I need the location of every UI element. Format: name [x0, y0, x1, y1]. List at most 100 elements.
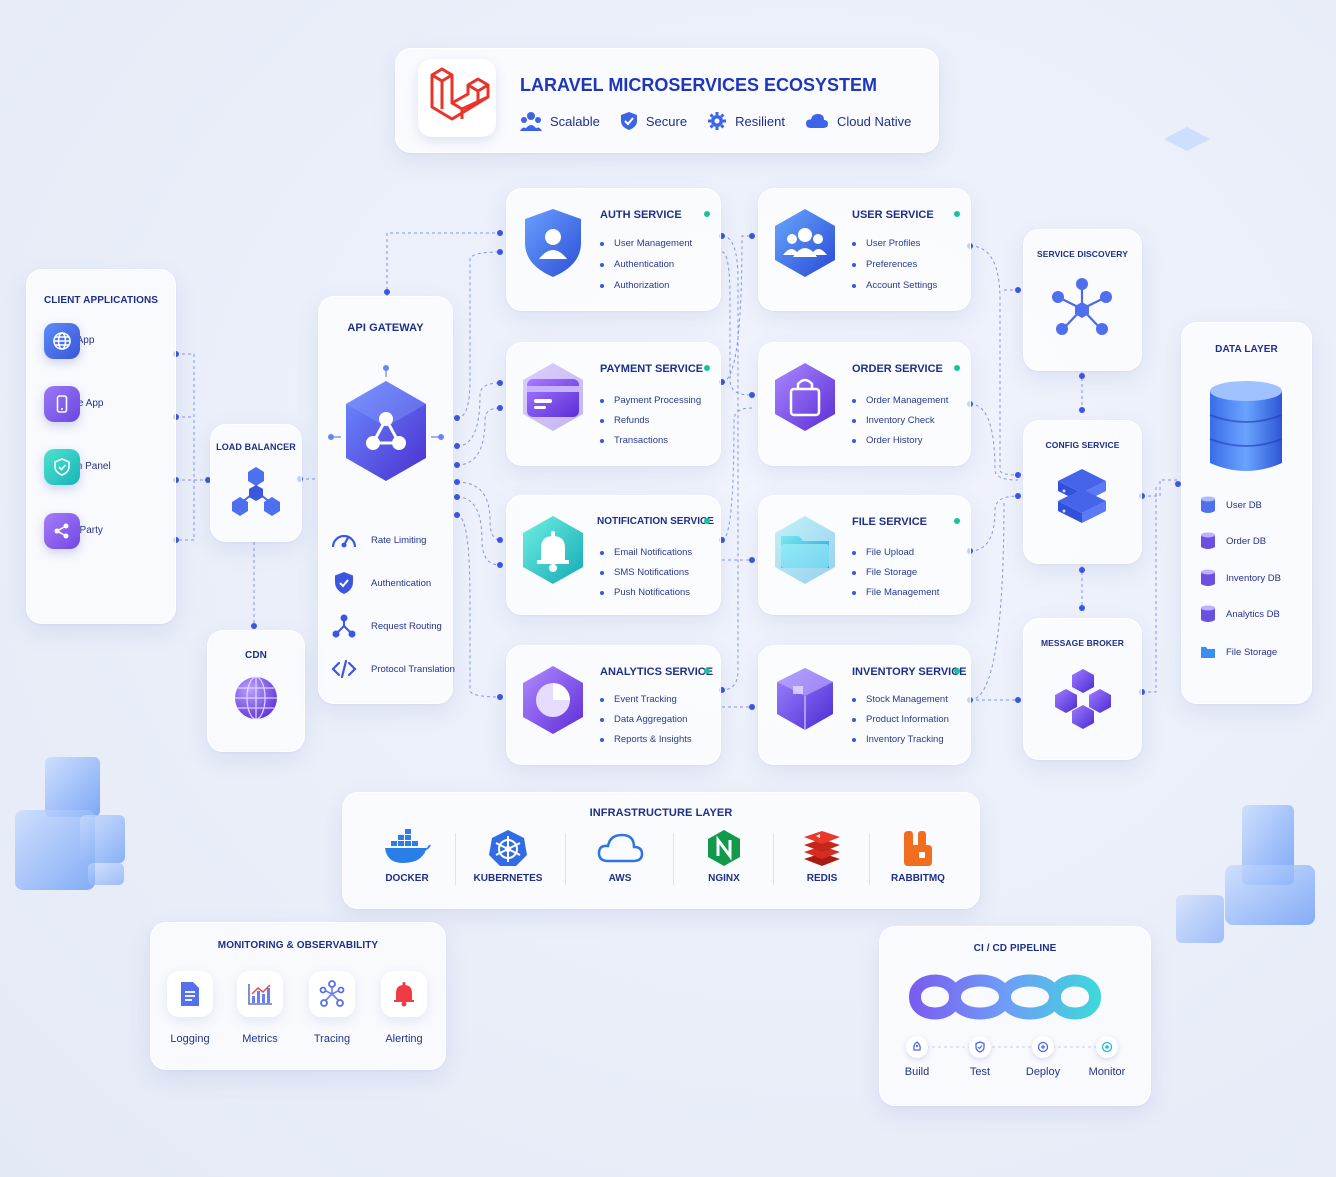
gateway-feature-request-routing: Request Routing — [329, 611, 442, 641]
status-dot — [704, 518, 710, 524]
monitoring-label: Metrics — [242, 1033, 278, 1045]
load-balancer-card: LOAD BALANCER — [210, 424, 302, 542]
header-tags: Scalable Secure Resilient Cloud Native — [520, 111, 911, 131]
box-icon — [777, 668, 833, 730]
gateway-feature-rate-limiting: Rate Limiting — [329, 525, 426, 555]
tag-resilient: Resilient — [735, 113, 785, 129]
network-nodes-icon — [232, 467, 280, 516]
db-label: User DB — [1226, 499, 1262, 511]
infrastructure-title: INFRASTRUCTURE LAYER — [589, 807, 733, 819]
folder-icon — [1201, 647, 1215, 658]
shield-check-icon — [975, 1041, 985, 1053]
service-feature: Order Management — [852, 394, 948, 414]
service-discovery-card: SERVICE DISCOVERY — [1023, 229, 1142, 371]
infra-aws: AWS — [575, 829, 665, 884]
client-applications-title: CLIENT APPLICATIONS — [43, 295, 159, 306]
service-feature: Order History — [852, 434, 948, 454]
service-title: PAYMENT SERVICE — [600, 363, 704, 375]
header-card: LARAVEL MICROSERVICES ECOSYSTEM Scalable… — [395, 48, 939, 153]
infra-redis: REDIS — [777, 829, 867, 884]
service-discovery-title: SERVICE DISCOVERY — [1037, 249, 1128, 259]
cicd-title: CI / CD PIPELINE — [973, 943, 1057, 954]
shield-check-icon — [335, 572, 353, 594]
cloud-icon — [597, 833, 644, 863]
service-feature: Account Settings — [852, 279, 937, 300]
credit-card-icon — [523, 363, 583, 431]
document-icon — [167, 971, 213, 1017]
service-feature-list: Event Tracking Data Aggregation Reports … — [600, 693, 692, 753]
service-feature: Payment Processing — [600, 394, 701, 414]
database-icon — [1201, 569, 1215, 586]
status-dot — [954, 211, 960, 217]
infinity-loop-icon — [909, 974, 1101, 1020]
status-dot — [704, 211, 710, 217]
decorative-cubes-right — [1176, 805, 1315, 943]
cicd-step-label: Test — [969, 1066, 991, 1078]
message-broker-title: MESSAGE BROKER — [1040, 638, 1125, 648]
analytics-service-card: ANALYTICS SERVICE Event Tracking Data Ag… — [506, 645, 721, 765]
service-title: INVENTORY SERVICE — [852, 666, 967, 678]
data-layer-title: DATA LAYER — [1215, 344, 1278, 355]
routing-icon — [332, 614, 356, 638]
config-service-title: CONFIG SERVICE — [1045, 440, 1120, 450]
decorative-tile — [1164, 127, 1210, 151]
client-app-mobile[interactable]: Mobile App — [44, 385, 103, 422]
infra-label: AWS — [608, 873, 632, 884]
monitoring-label: Tracing — [313, 1033, 351, 1045]
cdn-title: CDN — [245, 650, 267, 661]
decorative-cubes-left — [15, 757, 125, 890]
status-dot — [954, 668, 960, 674]
gear-icon — [708, 112, 727, 130]
infra-label: DOCKER — [385, 873, 429, 884]
user-service-card: USER SERVICE User Profiles Preferences A… — [758, 188, 971, 311]
gateway-hub-icon — [328, 365, 444, 481]
database-icon — [1201, 532, 1215, 549]
shield-icon — [620, 112, 637, 130]
status-dot — [954, 518, 960, 524]
shopping-bag-icon — [775, 363, 835, 431]
client-app-third-party[interactable]: Third Party — [44, 512, 103, 549]
client-applications-card: CLIENT APPLICATIONS Web App Mobile App A… — [26, 269, 176, 624]
tag-cloud-native: Cloud Native — [836, 113, 912, 129]
client-app-admin[interactable]: Admin Panel — [44, 448, 111, 485]
infra-label: NGINX — [708, 873, 740, 884]
cubes-icon — [1055, 669, 1111, 729]
laravel-logo — [418, 59, 496, 137]
notification-service-card: NOTIFICATION SERVICE Email Notifications… — [506, 495, 721, 615]
db-label: Inventory DB — [1226, 572, 1281, 584]
gateway-feature-label: Authentication — [371, 577, 432, 589]
monitoring-card: MONITORING & OBSERVABILITY Logging Metri… — [150, 922, 446, 1070]
share-icon — [44, 512, 80, 549]
speedometer-icon — [331, 534, 357, 548]
globe-icon — [44, 322, 80, 359]
service-feature-list: File Upload File Storage File Management — [852, 546, 939, 606]
folder-icon — [775, 516, 835, 584]
service-feature: Push Notifications — [600, 586, 692, 606]
cicd-step-monitor: Monitor — [1077, 1036, 1137, 1078]
client-app-web[interactable]: Web App — [44, 322, 94, 359]
service-feature: Event Tracking — [600, 693, 692, 713]
cicd-step-label: Deploy — [1025, 1066, 1061, 1078]
service-feature: Data Aggregation — [600, 713, 692, 733]
users-icon — [775, 209, 835, 277]
globe-icon — [235, 676, 277, 720]
infra-label: REDIS — [806, 873, 838, 884]
service-feature-list: Email Notifications SMS Notifications Pu… — [600, 546, 692, 606]
gateway-feature-authentication: Authentication — [329, 568, 431, 598]
service-feature: File Storage — [852, 566, 939, 586]
service-feature: Stock Management — [852, 693, 949, 713]
monitoring-label: Logging — [170, 1033, 210, 1045]
infra-nginx: NGINX — [679, 829, 769, 884]
service-title: AUTH SERVICE — [600, 209, 682, 221]
alert-bell-icon — [381, 971, 427, 1017]
nginx-icon — [708, 830, 740, 866]
service-title: ANALYTICS SERVICE — [600, 666, 714, 678]
service-title: ORDER SERVICE — [852, 363, 943, 375]
service-feature: Refunds — [600, 414, 701, 434]
service-feature: Authorization — [600, 279, 692, 300]
monitor-icon — [1101, 1041, 1113, 1053]
service-feature: Preferences — [852, 258, 937, 279]
network-hub-icon — [1052, 278, 1112, 335]
shield-check-icon — [44, 448, 80, 485]
